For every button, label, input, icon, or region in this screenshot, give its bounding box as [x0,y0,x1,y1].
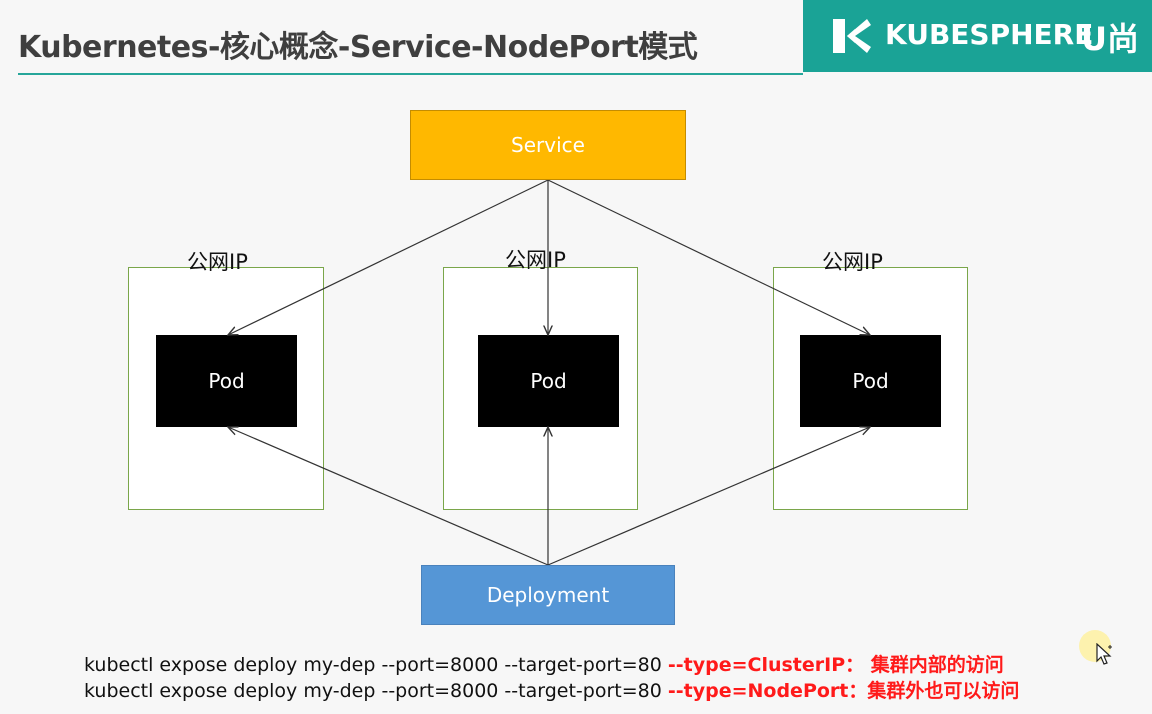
title-underline [18,73,803,75]
brand-secondary-logo: U尚 [1081,20,1139,58]
command-text: kubectl expose deploy my-dep --port=8000… [84,654,668,676]
deployment-label: Deployment [486,583,610,607]
service-label: Service [511,133,585,157]
pod-2: Pod [478,335,619,427]
command-line-clusterip: kubectl expose deploy my-dep --port=8000… [84,650,1004,677]
arrow-service-to-pod-1 [228,179,549,335]
pod-1: Pod [156,335,297,427]
node-label-3: 公网IP [822,250,883,274]
pod-label: Pod [530,369,567,393]
command-line-nodeport: kubectl expose deploy my-dep --port=8000… [84,676,1019,703]
node-label-1: 公网IP [187,250,248,274]
node-label-2: 公网IP [505,248,566,272]
kubesphere-logo-icon [833,19,871,53]
pod-label: Pod [208,369,245,393]
deployment-box: Deployment [421,565,675,625]
brand-banner: KUBESPHERE U尚 [803,0,1152,72]
command-flag-clusterip: --type=ClusterIP： 集群内部的访问 [667,654,1004,676]
arrow-service-to-pod-3 [547,179,870,335]
command-text: kubectl expose deploy my-dep --port=8000… [84,680,668,702]
arrow-deployment-to-pod-3 [547,427,870,566]
arrow-cursor-icon [1096,643,1112,665]
cursor-highlight [1079,630,1111,662]
pod-label: Pod [852,369,889,393]
arrow-deployment-to-pod-1 [228,427,549,566]
pod-3: Pod [800,335,941,427]
slide-title: Kubernetes-核心概念-Service-NodePort模式 [18,30,698,65]
service-box: Service [410,110,686,180]
command-flag-nodeport: --type=NodePort：集群外也可以访问 [667,680,1020,702]
brand-name: KUBESPHERE [885,18,1094,51]
